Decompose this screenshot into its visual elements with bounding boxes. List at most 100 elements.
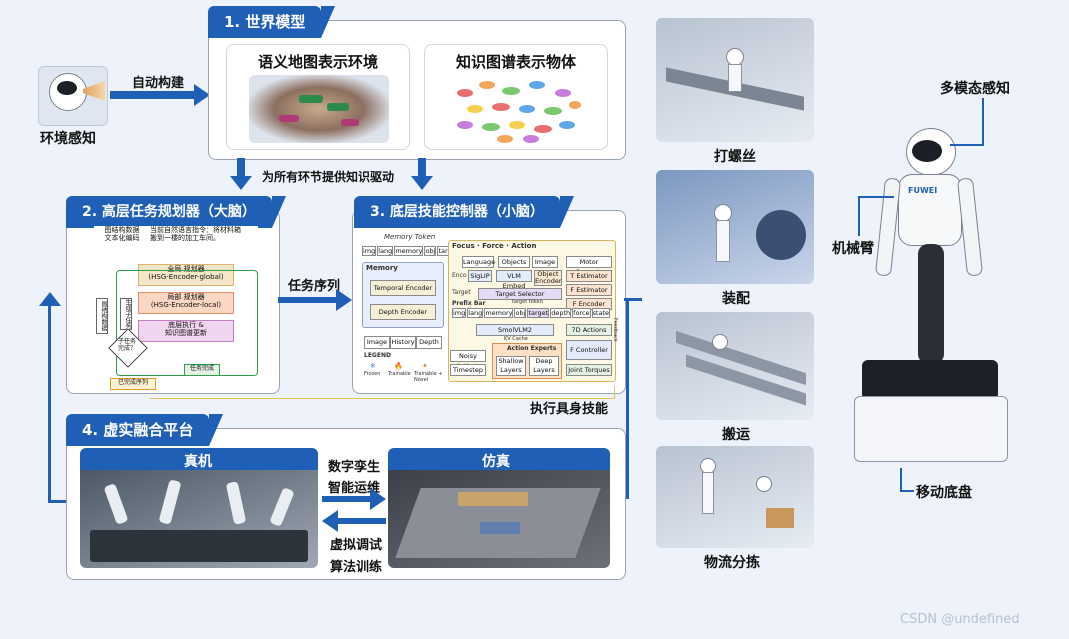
global-planner-box: 全局 规划器 (HSG-Encoder-global): [138, 264, 234, 286]
scene-image-sorting: [656, 446, 814, 548]
sim-header: [388, 448, 610, 470]
base-pointer: [900, 468, 902, 492]
machine-icon: [756, 210, 806, 260]
col-image: Image: [532, 256, 558, 268]
prefix-token: force: [572, 308, 591, 318]
world-to-controller-head: [411, 176, 433, 190]
robot-torso-icon: [898, 174, 962, 246]
enco-label: Enco: [452, 272, 467, 279]
kv-cache-label: KV Cache: [504, 336, 528, 342]
perception-pointer-h: [950, 144, 984, 146]
sim-shelf-icon: [458, 492, 528, 506]
robot-head-icon: [49, 73, 87, 111]
robot-base-icon: [854, 396, 1008, 462]
legend-trainable: Trainable: [388, 371, 411, 377]
watermark: CSDN @undefined: [900, 612, 1020, 627]
execute-update-box: 底层执行 & 知识图谱更新: [138, 320, 234, 342]
robot-arm-icon: [103, 483, 129, 525]
planner-title: 2. 高层任务规划器（大脑）: [66, 196, 286, 228]
planner-green-loop: [116, 270, 258, 376]
planner-to-controller-shaft: [278, 297, 338, 303]
graph-node-icon: [457, 81, 581, 143]
env-perception-image: [38, 66, 108, 126]
semantic-map-card: 语义地图表示环境: [226, 44, 410, 150]
robot-leg-icon: [918, 244, 944, 364]
sensor-beam-icon: [83, 81, 105, 101]
scene-robot-icon: [756, 476, 772, 492]
robot-brand-label: FUWEI: [908, 186, 938, 195]
action-experts-box: Action Experts Shallow Layers Deep Layer…: [492, 343, 562, 379]
planner-side-right: 生成子任务: [120, 298, 132, 330]
task-done-box: 任务完成: [184, 364, 220, 376]
semantic-map-title: 语义地图表示环境: [257, 53, 378, 71]
col-motor: Motor Currents: [566, 256, 612, 276]
base-label: 移动底盘: [916, 485, 972, 501]
ffa-label: Focus · Force · Action: [452, 242, 537, 250]
noisy-actions-box: Noisy Actions: [450, 350, 486, 370]
depth-encoder-box: Depth Encoder: [370, 304, 436, 320]
scene-label-screwing: 打螺丝: [714, 149, 756, 165]
smart-ops-label: 智能运维: [328, 481, 381, 496]
input-history: History: [390, 336, 416, 349]
feedback-yellow-line: [150, 386, 615, 399]
planner-side-left: 图结构数据: [96, 298, 108, 334]
world-to-planner-head: [230, 176, 252, 190]
scene-image-carrying: [656, 312, 814, 420]
map-node-icon: [327, 103, 349, 111]
robot-body-icon: [702, 472, 714, 514]
legend-row: ❄ 🔥 ✦ Frozen Trainable Trainable + Novel: [362, 362, 446, 383]
scene-label-assembly: 装配: [722, 291, 750, 307]
f-estimator-box: F Estimator: [566, 284, 612, 296]
world-model-title: 1. 世界模型: [208, 6, 336, 38]
workbench-icon: [90, 530, 308, 562]
task-sequence-label: 任务序列: [288, 279, 341, 294]
knowledge-support-label: 为所有环节提供知识驱动: [262, 170, 395, 184]
real-label: 真机: [184, 454, 212, 470]
sim-image: [388, 470, 610, 568]
robot-base-top-icon: [862, 360, 998, 400]
robot-arm-icon: [225, 481, 247, 525]
real-header: [80, 448, 318, 470]
world-to-controller-shaft: [418, 158, 426, 178]
arm-pointer: [858, 196, 860, 236]
scene-label-carrying: 搬运: [722, 427, 750, 443]
token-cell: obj: [424, 246, 437, 256]
sim-station-icon: [480, 522, 520, 534]
planner-instruction-box: 当前自然语言指令：将材料箱 搬到一楼的加工车间。: [150, 226, 258, 248]
prefix-bar-label: Prefix Bar: [452, 300, 486, 307]
t-estimator-box: T Estimator: [566, 270, 612, 282]
robot-arm-icon: [158, 479, 182, 525]
real-to-sim-head: [370, 488, 386, 510]
dof-actions-box: 7D Actions: [566, 324, 612, 336]
controller-title: 3. 底层技能控制器（小脑）: [354, 196, 574, 228]
col-objects: Objects: [498, 256, 530, 268]
left-loop-vertical: [48, 298, 51, 502]
exec-skill-label: 执行具身技能: [530, 402, 609, 417]
local-planner-box: 局部 规划器 (HSG-Encoder-local): [138, 292, 234, 314]
map-node-icon: [299, 95, 323, 103]
robot-body-icon: [728, 64, 742, 92]
memory-label: Memory: [366, 264, 398, 272]
sim-to-real-shaft: [336, 518, 386, 524]
knowledge-graph-card: 知识图谱表示物体: [424, 44, 608, 150]
novel-icon: ✦: [422, 362, 428, 370]
env-arrow-shaft: [110, 91, 196, 99]
perception-label: 多模态感知: [940, 81, 1010, 97]
memory-token-row: img lang memory obj target depth: [362, 246, 482, 256]
shallow-layers-box: Shallow Layers: [496, 356, 526, 376]
robot-arm-icon: [269, 487, 295, 527]
robot-body-icon: [716, 220, 730, 262]
siglip-box: SigLIP: [468, 270, 492, 282]
planner-input-box: 图结构数据 文本化编码: [94, 226, 150, 248]
robot-visor-icon: [57, 81, 77, 95]
robot-figure: FUWEI: [850, 120, 1010, 470]
sim-label: 仿真: [482, 454, 510, 470]
prefix-bar-row: img lang memory obj target depth force s…: [452, 308, 610, 318]
input-image: Image: [364, 336, 390, 349]
scene-label-sorting: 物流分拣: [704, 555, 760, 571]
prefix-token: memory: [484, 308, 514, 318]
timestep-box: Timestep: [450, 364, 486, 376]
right-loop-top: [624, 298, 642, 301]
prefix-token: state: [591, 308, 610, 318]
joint-torques-box: Joint Torques: [566, 364, 612, 376]
